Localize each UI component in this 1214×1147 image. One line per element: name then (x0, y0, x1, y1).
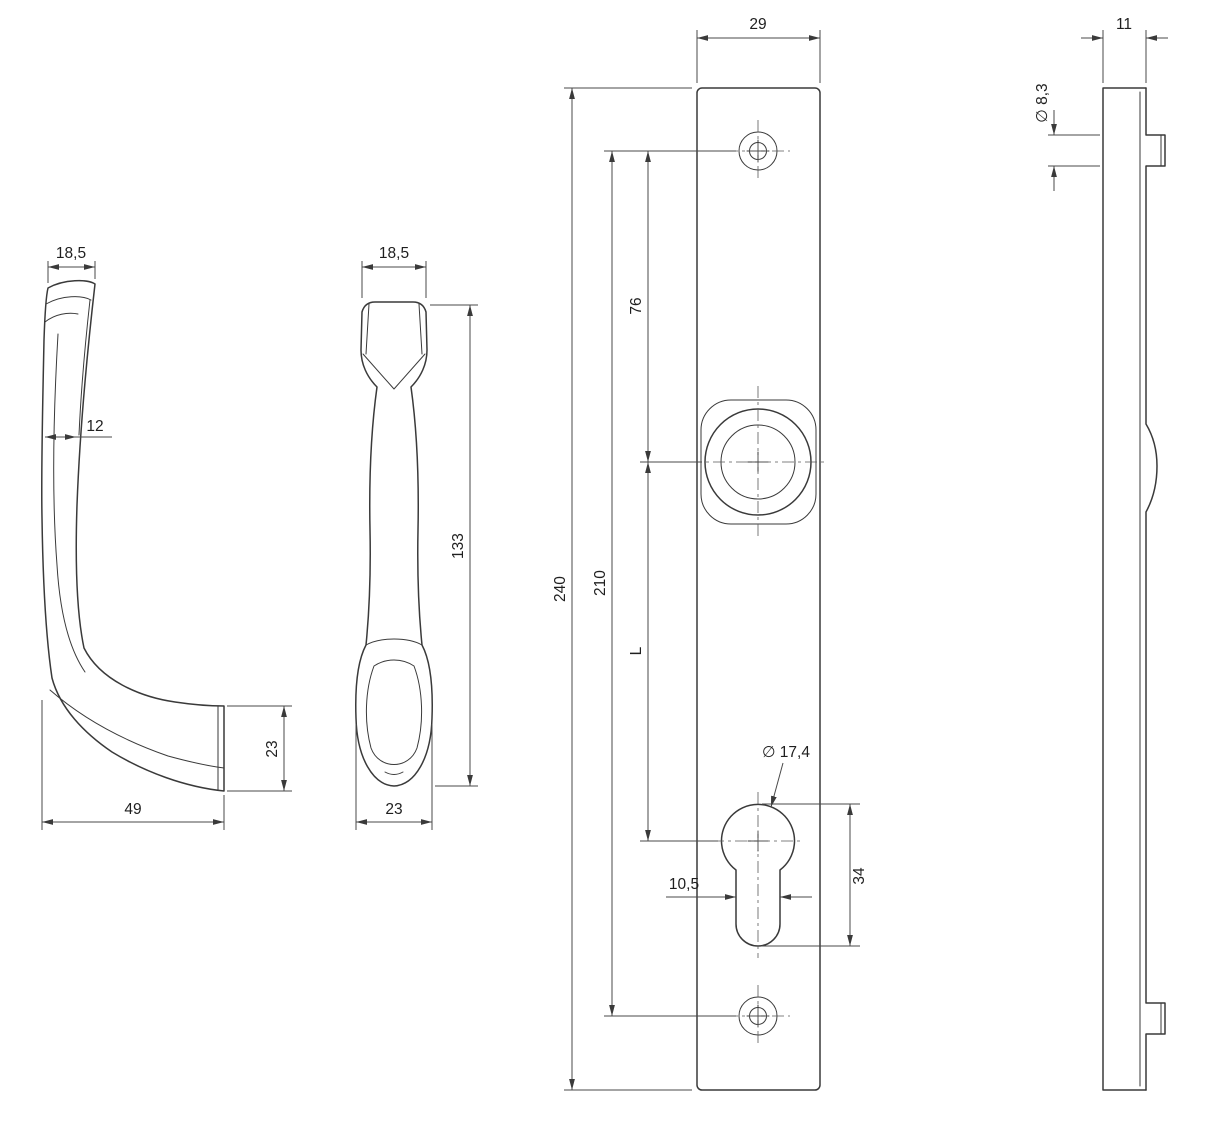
handle-side-grip-edge-line (78, 299, 91, 436)
dim-cylinder-height: 34 (762, 803, 868, 947)
dim-handle-side-end-height: 23 (227, 705, 292, 792)
centerlines (690, 120, 826, 1047)
dim-text-top-width: 18,5 (56, 245, 86, 262)
extension-lines (47, 261, 96, 283)
handle-front-facet-right (418, 303, 423, 355)
dim-text-hub-to-cylinder: L (628, 646, 645, 655)
handle-side-view: 18,5 12 23 49 (40, 245, 292, 830)
dim-handle-front-length: 133 (430, 304, 478, 787)
dim-text-cylinder-height: 34 (851, 867, 868, 885)
dim-plate-thickness: 11 (1081, 16, 1168, 83)
dim-hub-to-cylinder: L (628, 462, 718, 842)
handle-front-bottom-arc (384, 771, 404, 775)
dim-handle-side-projection: 49 (41, 700, 225, 830)
dim-cylinder-diameter: ∅ 17,4 (762, 744, 810, 808)
dim-handle-side-grip-thickness: 12 (45, 418, 112, 440)
dim-hole-spacing: 210 (592, 150, 736, 1017)
dim-text-end-height: 23 (264, 740, 281, 757)
dim-text-grip-thickness: 12 (86, 418, 103, 435)
dim-text-length: 133 (450, 533, 467, 559)
extension-lines (604, 150, 736, 1017)
dim-text-projection: 49 (124, 801, 141, 818)
dim-text-hole-spacing: 210 (592, 570, 609, 596)
handle-front-facet-v (362, 353, 426, 390)
dim-hole-to-hub: 76 (628, 151, 702, 463)
handle-side-grip-lip (45, 296, 92, 305)
extension-lines (762, 803, 860, 947)
dim-handle-front-bottom-width: 23 (355, 724, 433, 830)
plate-front-view: 29 240 210 76 L ∅ 17,4 10,5 (552, 16, 868, 1091)
extension-lines (227, 705, 292, 792)
extension-lines (564, 87, 692, 1091)
dim-plate-total-length: 240 (552, 87, 692, 1091)
dim-text-bottom-width: 23 (385, 801, 402, 818)
extension-lines (355, 724, 433, 830)
handle-side-outline (40, 279, 225, 792)
plate-side-view: 11 ∅ 8,3 (1034, 16, 1168, 1091)
leader-line (770, 762, 784, 808)
handle-front-view: 18,5 133 23 (355, 245, 478, 830)
dim-plate-width: 29 (696, 16, 821, 83)
dim-text-top-width: 18,5 (379, 245, 409, 262)
dim-text-plate-width: 29 (749, 16, 766, 33)
dim-text-boss-dia: ∅ 8,3 (1034, 83, 1051, 122)
dim-handle-side-top-width: 18,5 (47, 245, 96, 283)
euro-cylinder-profile (720, 803, 796, 947)
handle-side-grip-ridge (53, 333, 86, 673)
dim-text-slot-width: 10,5 (669, 876, 699, 893)
dim-slot-width: 10,5 (666, 876, 812, 900)
plate-side-right-edge (1145, 87, 1166, 1091)
handle-side-grip-lip2 (44, 312, 79, 323)
extension-lines (1102, 30, 1147, 83)
extension-lines (1048, 134, 1100, 167)
dim-text-hole-to-hub: 76 (628, 297, 645, 314)
handle-front-inner-oval (365, 659, 423, 765)
dim-text-cylinder-dia: ∅ 17,4 (762, 744, 810, 761)
dim-handle-front-top-width: 18,5 (361, 245, 427, 298)
dim-boss-diameter: ∅ 8,3 (1034, 83, 1100, 191)
dim-text-total-length: 240 (552, 576, 569, 602)
plate-outline (696, 87, 821, 1091)
dim-text-thickness: 11 (1116, 16, 1132, 33)
handle-front-shoulder-arc (365, 638, 423, 646)
extension-lines (41, 700, 225, 830)
plate-side-outline (1102, 87, 1147, 1091)
handle-front-facet-left (365, 303, 370, 355)
handle-front-outline (355, 301, 433, 787)
handle-side-arm-line (49, 689, 225, 769)
